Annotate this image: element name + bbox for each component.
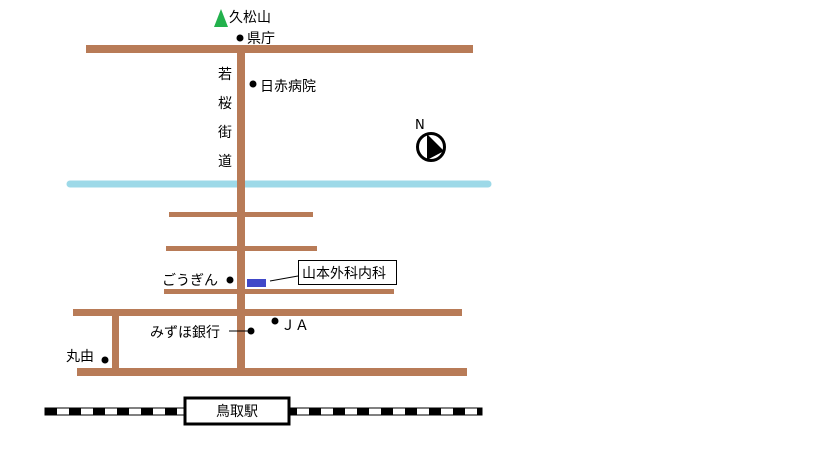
- clinic-marker: [247, 279, 266, 287]
- label-station: 鳥取駅: [216, 404, 258, 420]
- dot-ja: [271, 317, 279, 325]
- road-left-vertical: [112, 312, 119, 370]
- dot-mizuho: [247, 327, 255, 335]
- road-4: [73, 309, 462, 316]
- clinic-callout-box: [298, 260, 397, 285]
- road-2: [166, 246, 317, 251]
- street-name-char: 街: [218, 125, 232, 141]
- callout-line: [269, 275, 299, 282]
- label-maruyoshi: 丸由: [66, 349, 94, 365]
- dot-prefecture-office: [236, 34, 244, 42]
- street-name-char: 桜: [218, 96, 232, 112]
- label-prefecture-office: 県庁: [247, 31, 275, 47]
- road-bottom: [77, 368, 467, 376]
- road-wakasa-kaido: [237, 45, 245, 372]
- label-hospital: 日赤病院: [260, 79, 316, 95]
- road-1: [169, 212, 313, 217]
- street-name-char: 若: [218, 67, 232, 83]
- label-mizuho: みずほ銀行: [150, 325, 220, 341]
- label-gougin: ごうぎん: [162, 273, 218, 289]
- road-3: [164, 289, 394, 294]
- dot-maruyoshi: [101, 356, 109, 364]
- label-ja: ＪＡ: [281, 318, 309, 334]
- street-name-char: 道: [218, 154, 232, 170]
- north-label: N: [415, 118, 425, 133]
- roads: [73, 45, 473, 376]
- station-box: [183, 396, 291, 426]
- compass-north-icon: [416, 132, 446, 162]
- dot-hospital: [249, 80, 257, 88]
- label-clinic: 山本外科内科: [302, 266, 386, 282]
- dot-gougin: [226, 276, 234, 284]
- road-top: [86, 45, 473, 53]
- label-mountain: 久松山: [229, 10, 271, 26]
- mountain-icon: [214, 9, 228, 27]
